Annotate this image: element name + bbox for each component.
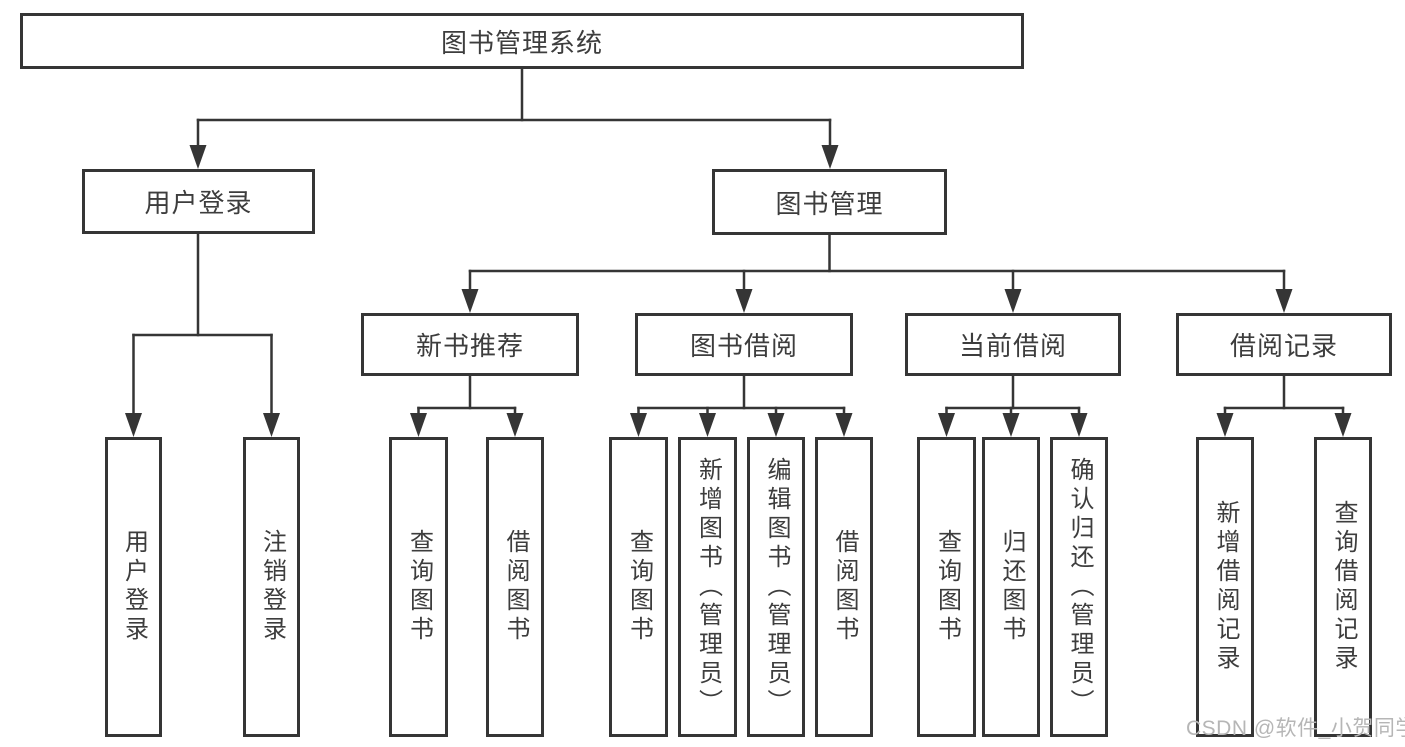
node-current-borrowing-label: 当前借阅 <box>958 331 1067 361</box>
leaf-cb-return-books-label: 归还图书 <box>998 529 1025 645</box>
connector-records-branch <box>1216 374 1352 437</box>
node-current-borrowing: 当前借阅 <box>905 313 1121 376</box>
connector-current-borrowing-branch <box>938 374 1088 437</box>
leaf-logout-label: 注销登录 <box>258 529 286 645</box>
leaf-bb-query-books-label: 查询图书 <box>625 529 653 645</box>
leaf-nb-query-books-label: 查询图书 <box>405 529 433 645</box>
node-book-borrowing-label: 图书借阅 <box>689 331 798 361</box>
leaf-user-login: 用户登录 <box>105 437 162 737</box>
node-borrowing-records-label: 借阅记录 <box>1229 331 1338 361</box>
leaf-cb-query-books: 查询图书 <box>917 437 976 737</box>
leaf-bb-add-books: 新增图书（管理员） <box>678 437 737 737</box>
node-user-login: 用户登录 <box>82 169 315 234</box>
connector-new-book-branch <box>410 374 524 437</box>
connector-book-management-level3 <box>461 233 1293 313</box>
node-book-borrowing: 图书借阅 <box>635 313 853 376</box>
leaf-br-add-record: 新增借阅记录 <box>1196 437 1254 737</box>
leaf-cb-confirm-return-label: 确认归还（管理员） <box>1066 456 1093 718</box>
node-book-management-label: 图书管理 <box>775 188 884 219</box>
leaf-cb-return-books: 归还图书 <box>982 437 1040 737</box>
leaf-cb-confirm-return: 确认归还（管理员） <box>1050 437 1108 737</box>
leaf-cb-query-books-label: 查询图书 <box>933 529 961 645</box>
node-new-book-recommend-label: 新书推荐 <box>415 331 524 361</box>
csdn-watermark: CSDN @软件_小贺同学 <box>1186 717 1405 740</box>
leaf-bb-edit-books-label: 编辑图书（管理员） <box>763 456 790 718</box>
leaf-bb-borrow-books: 借阅图书 <box>815 437 873 737</box>
connector-user-login-children <box>125 232 280 437</box>
leaf-nb-borrow-books-label: 借阅图书 <box>502 529 529 645</box>
leaf-logout: 注销登录 <box>243 437 300 737</box>
leaf-bb-edit-books: 编辑图书（管理员） <box>747 437 805 737</box>
leaf-bb-add-books-label: 新增图书（管理员） <box>694 456 722 718</box>
leaf-br-query-record: 查询借阅记录 <box>1314 437 1372 737</box>
node-borrowing-records: 借阅记录 <box>1176 313 1392 376</box>
node-root-label: 图书管理系统 <box>440 27 603 58</box>
leaf-nb-borrow-books: 借阅图书 <box>486 437 544 737</box>
connector-book-borrowing-branch <box>630 374 853 437</box>
node-book-management: 图书管理 <box>712 169 947 235</box>
node-user-login-label: 用户登录 <box>144 188 253 218</box>
connector-root-level2 <box>189 66 839 169</box>
leaf-bb-borrow-books-label: 借阅图书 <box>831 529 858 645</box>
leaf-user-login-label: 用户登录 <box>120 529 148 645</box>
node-root: 图书管理系统 <box>20 13 1024 69</box>
leaf-nb-query-books: 查询图书 <box>389 437 448 737</box>
leaf-bb-query-books: 查询图书 <box>609 437 668 737</box>
node-new-book-recommend: 新书推荐 <box>361 313 579 376</box>
leaf-br-add-record-label: 新增借阅记录 <box>1212 500 1239 674</box>
leaf-br-query-record-label: 查询借阅记录 <box>1330 500 1357 674</box>
